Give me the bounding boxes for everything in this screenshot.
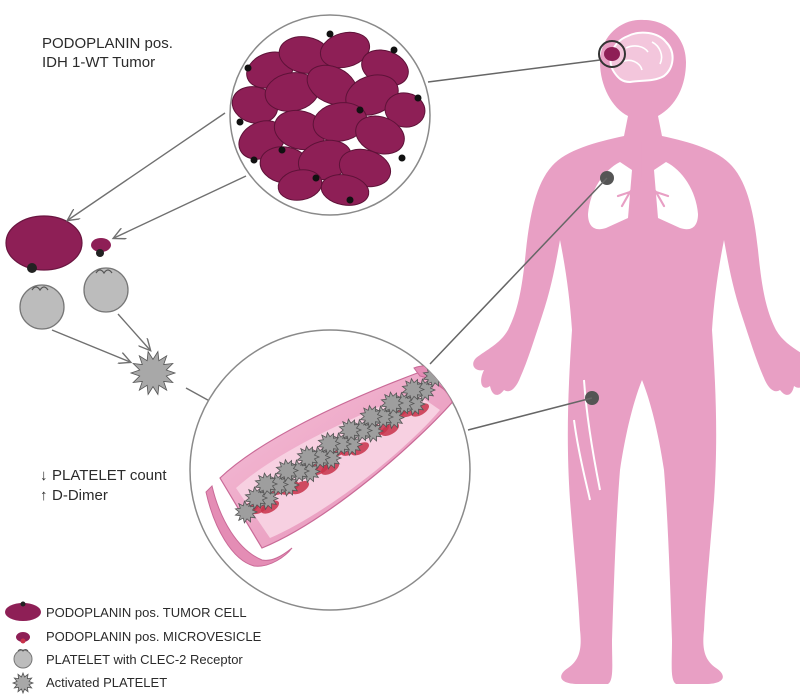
podoplanin-dot xyxy=(356,106,364,114)
microvesicle xyxy=(91,238,111,252)
legend-label-microvesicle: PODOPLANIN pos. MICROVESICLE xyxy=(46,629,262,644)
clot-platelet xyxy=(275,458,300,483)
platelet-down-arrow: ↓ xyxy=(40,467,48,484)
legend-label-activated-platelet: Activated PLATELET xyxy=(46,675,167,690)
platelet-1 xyxy=(19,284,65,330)
podoplanin-dot xyxy=(278,146,286,154)
clot-platelet xyxy=(296,445,321,469)
clot-platelet xyxy=(380,391,405,415)
human-body xyxy=(473,19,800,684)
legend: PODOPLANIN pos. TUMOR CELL PODOPLANIN po… xyxy=(5,601,262,695)
vessel-magnifier xyxy=(189,329,471,611)
lab-findings: ↓ PLATELET count ↑ D-Dimer xyxy=(40,467,167,504)
fibrin-strand xyxy=(410,403,430,417)
tumor-magnifier xyxy=(229,14,431,216)
podoplanin-dot xyxy=(326,30,334,38)
thrombus-clot xyxy=(234,364,447,524)
clot-platelet xyxy=(317,431,342,456)
podoplanin-dot xyxy=(390,46,398,54)
podoplanin-dot xyxy=(244,64,252,72)
tumor-cell xyxy=(320,174,370,206)
podoplanin-dot xyxy=(236,118,244,126)
ddimer-label: D-Dimer xyxy=(52,487,108,504)
tumor-cell xyxy=(319,31,371,69)
activated-platelet-shape xyxy=(129,350,177,396)
lungs xyxy=(588,140,698,230)
blood-vessel xyxy=(205,364,461,567)
tumor-cell-cluster xyxy=(231,30,426,206)
legend-item-activated-platelet: Activated PLATELET xyxy=(11,671,167,695)
body-silhouette xyxy=(473,19,800,684)
tumor-label: PODOPLANIN pos. IDH 1-WT Tumor xyxy=(42,35,173,71)
clot-platelet xyxy=(338,418,363,442)
legend-label-platelet: PLATELET with CLEC-2 Receptor xyxy=(46,652,243,667)
podoplanin-dot xyxy=(312,174,320,182)
podoplanin-dot xyxy=(398,154,406,162)
tumor-cell xyxy=(277,169,323,201)
fibrin-strand xyxy=(380,422,400,437)
clec2-receptor-2 xyxy=(95,269,113,275)
clot-platelet xyxy=(401,377,426,402)
ddimer-up-arrow: ↑ xyxy=(40,487,48,504)
clot-platelet xyxy=(359,404,384,429)
microvesicle-podoplanin-dot xyxy=(96,249,104,257)
legend-label-tumor-cell: PODOPLANIN pos. TUMOR CELL xyxy=(46,605,247,620)
brain-tumor-marker xyxy=(598,40,626,68)
connector-lines xyxy=(427,59,608,431)
brain-icon xyxy=(609,31,674,84)
leg-vein-lines xyxy=(573,379,601,501)
legend-item-tumor-cell: PODOPLANIN pos. TUMOR CELL xyxy=(5,601,247,621)
podoplanin-receptor-dot xyxy=(27,263,37,273)
tumor-label-line2: IDH 1-WT Tumor xyxy=(42,54,155,71)
activated-platelet-legend-icon xyxy=(11,671,35,695)
podoplanin-dot xyxy=(414,94,422,102)
platelet-count-label: PLATELET count xyxy=(52,467,167,484)
legend-item-microvesicle: PODOPLANIN pos. MICROVESICLE xyxy=(16,629,262,644)
legend-item-platelet: PLATELET with CLEC-2 Receptor xyxy=(13,649,243,669)
podoplanin-dot xyxy=(250,156,258,164)
clec2-receptor-1 xyxy=(31,286,49,292)
clot-platelet xyxy=(254,472,279,496)
platelet-2 xyxy=(83,267,129,313)
pathway xyxy=(5,112,247,420)
tumor-label-line1: PODOPLANIN pos. xyxy=(42,35,173,52)
podoplanin-dot xyxy=(346,196,354,204)
tumor-cell-large xyxy=(5,215,83,271)
tumor-cell xyxy=(384,92,426,128)
activated-platelet xyxy=(129,350,177,396)
